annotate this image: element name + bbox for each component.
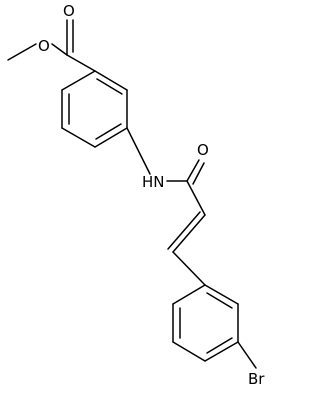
amide-oxygen-label: O bbox=[197, 141, 209, 159]
bond-ring-br bbox=[237, 341, 257, 369]
bond-vinyl-double-b bbox=[167, 211, 201, 250]
ring1-bond-3-inner bbox=[95, 123, 122, 140]
ring2-bond-6 bbox=[172, 284, 206, 305]
ring1-bond-4 bbox=[61, 127, 96, 148]
molecule-drawing: O O HN O Br bbox=[7, 2, 265, 388]
ring2-bond-4 bbox=[172, 341, 206, 362]
ester-oxygen-label: O bbox=[38, 37, 50, 55]
bond-amide-c-o-a bbox=[186, 159, 200, 182]
ring2-bond-3 bbox=[204, 341, 239, 362]
bromine-label: Br bbox=[248, 370, 265, 388]
amide-nh-label: HN bbox=[142, 173, 165, 191]
bond-ring-nh bbox=[126, 127, 151, 175]
ring2-bond-1-inner bbox=[206, 292, 233, 309]
bond-ester-c-ring bbox=[66, 54, 96, 72]
bond-vinyl-ring bbox=[172, 251, 206, 286]
ring1-bond-1 bbox=[94, 70, 128, 91]
structure-canvas: O O HN O Br bbox=[7, 2, 265, 388]
bond-vinyl-double-a bbox=[172, 214, 206, 253]
bond-amide-c-o-b bbox=[192, 162, 205, 185]
bond-amide-c-vinyl bbox=[186, 180, 206, 216]
ring1-bond-1-inner bbox=[96, 78, 123, 95]
bond-methyl-o bbox=[7, 43, 37, 61]
bond-o-carbonyl-c bbox=[51, 43, 68, 56]
ring2-bond-3-inner bbox=[206, 337, 233, 354]
ring1-bond-3 bbox=[94, 127, 128, 148]
ester-carbonyl-oxygen-label: O bbox=[63, 2, 75, 20]
ring2-bond-1 bbox=[204, 284, 239, 305]
ring1-bond-6 bbox=[61, 70, 96, 91]
